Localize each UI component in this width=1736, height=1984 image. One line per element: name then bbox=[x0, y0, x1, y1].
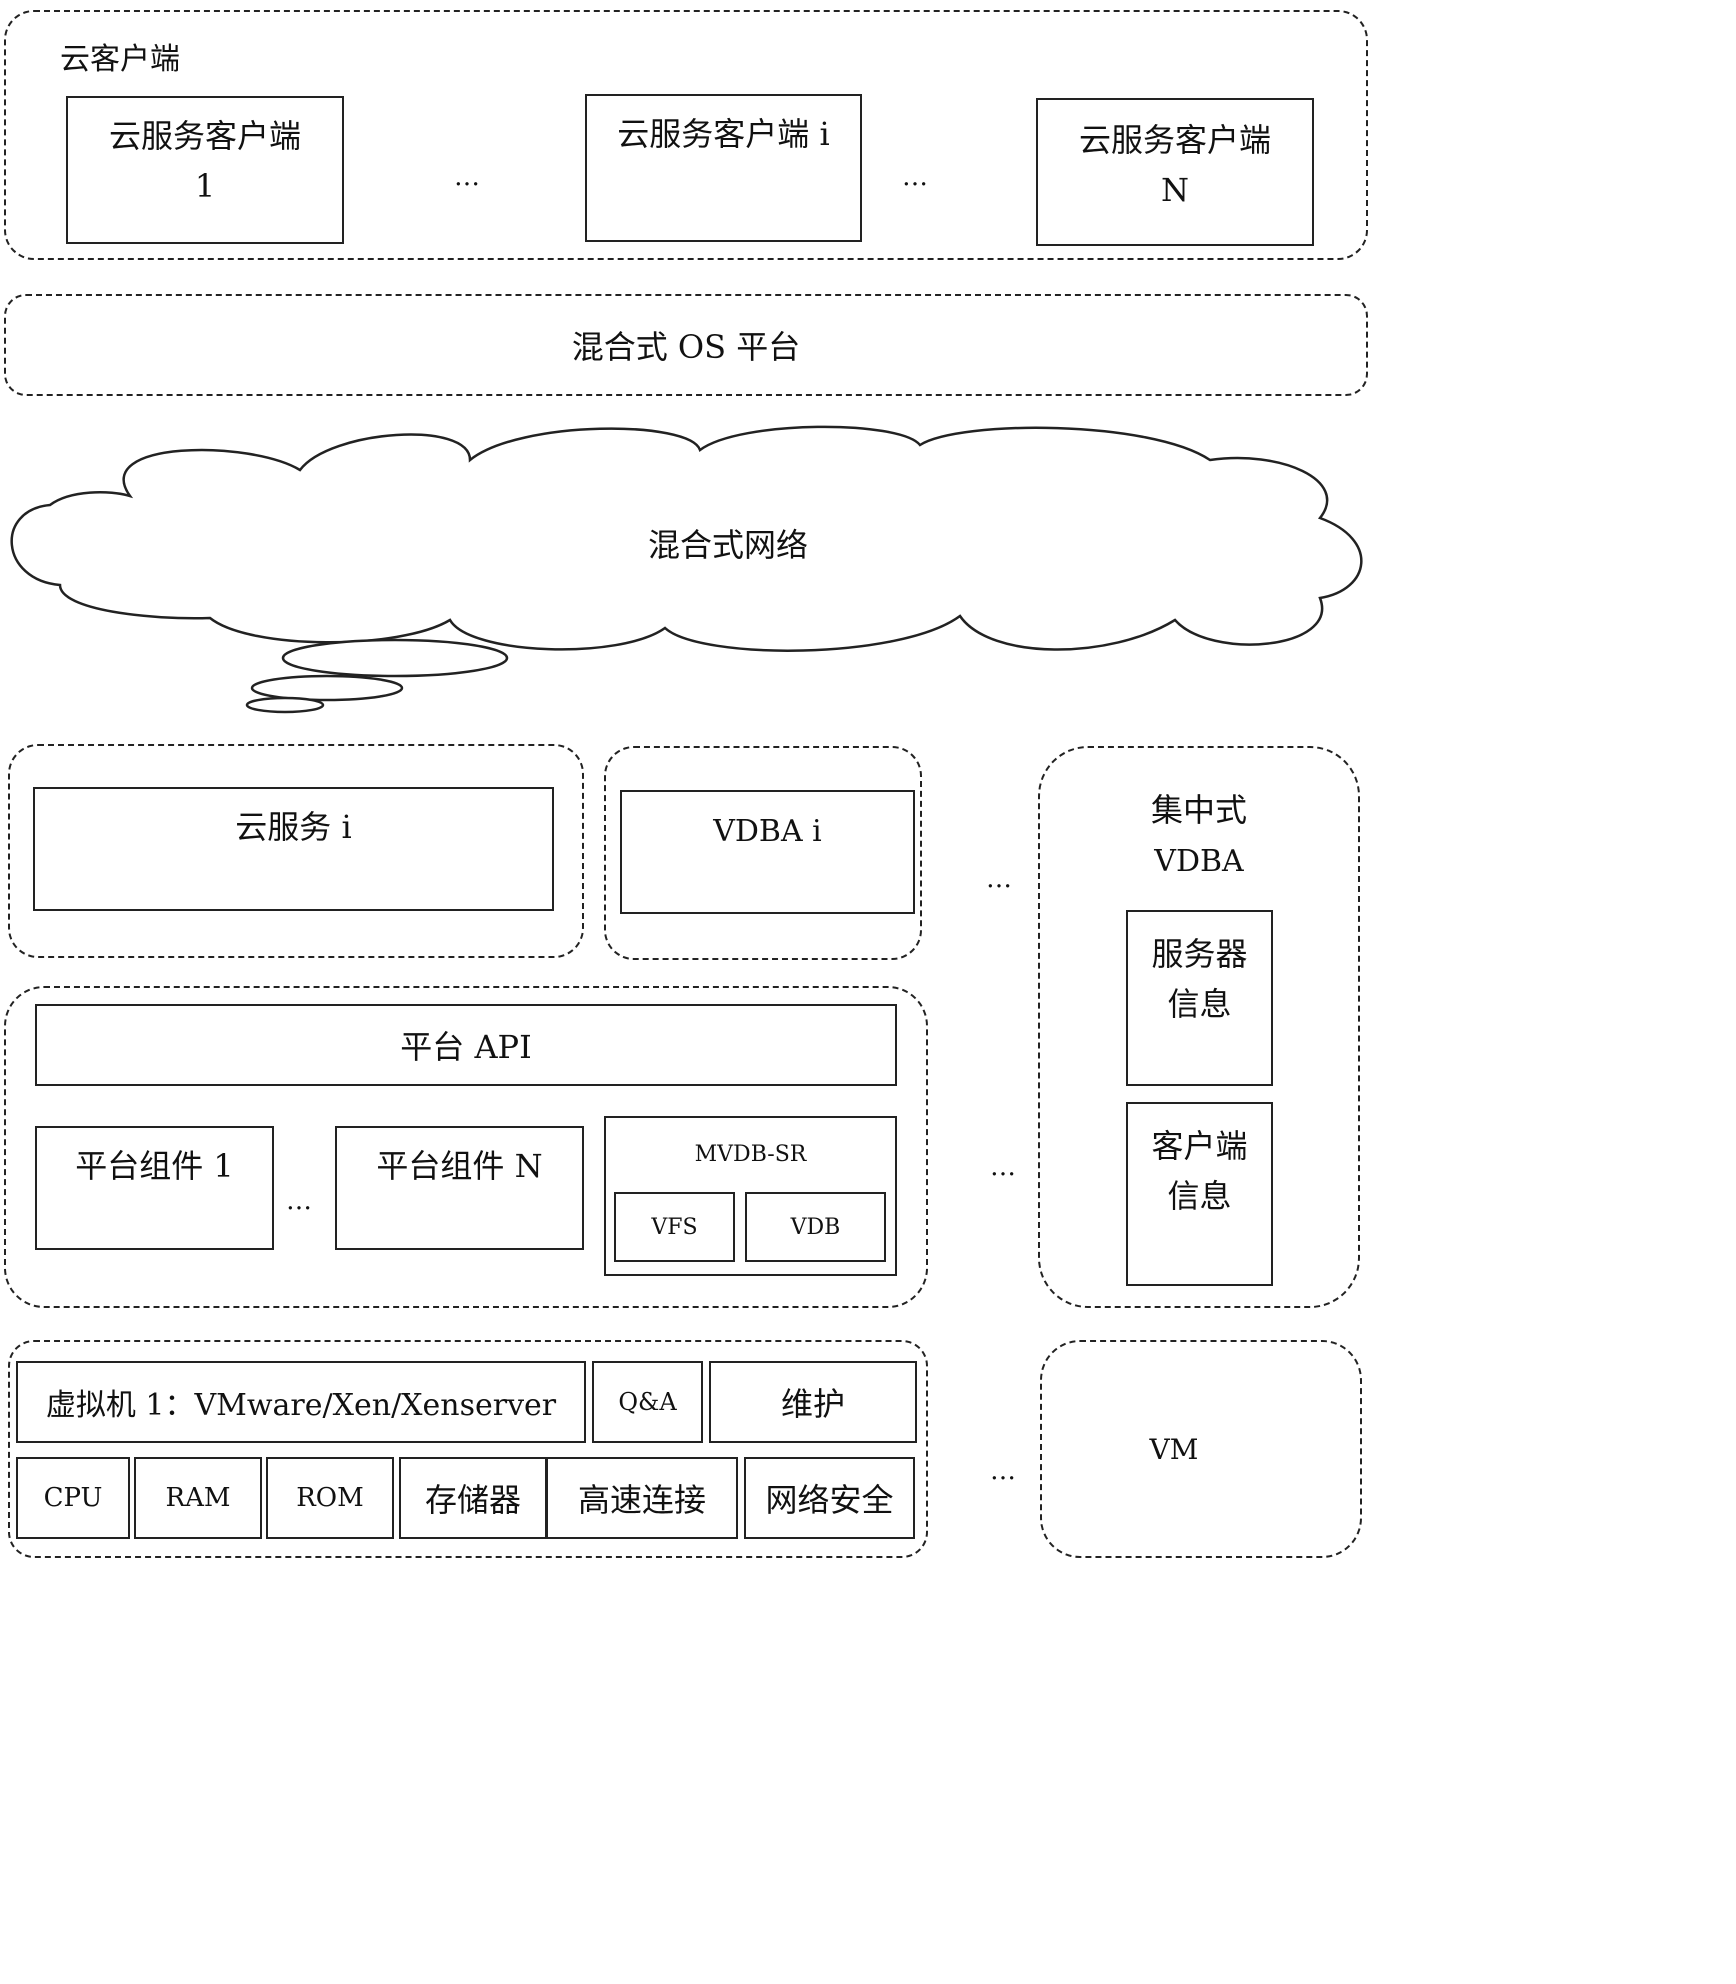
cloud-service-client-i-label: 云服务客户端 i bbox=[587, 108, 860, 160]
server-info-line1: 服务器 bbox=[1128, 928, 1271, 980]
maintenance-label: 维护 bbox=[781, 1379, 845, 1425]
cloud-service-client-i: 云服务客户端 i bbox=[585, 94, 862, 242]
rom-box: ROM bbox=[266, 1457, 394, 1539]
cloud-client-title: 云客户端 bbox=[60, 34, 180, 78]
ellipsis-vdba: … bbox=[986, 864, 1013, 894]
cloud-service-client-1: 云服务客户端 1 bbox=[66, 96, 344, 244]
platform-api: 平台 API bbox=[35, 1004, 897, 1086]
client-ellipsis-2: … bbox=[902, 162, 929, 192]
platform-component-n: 平台组件 N bbox=[335, 1126, 584, 1250]
storage-box: 存储器 bbox=[399, 1457, 547, 1539]
maintenance-box: 维护 bbox=[709, 1361, 917, 1443]
cloud-service-client-n-line2: N bbox=[1038, 164, 1312, 216]
central-vdba-title-line2: VDBA bbox=[1038, 836, 1360, 888]
cloud-service-client-1-line1: 云服务客户端 bbox=[68, 110, 342, 162]
vfs: VFS bbox=[614, 1192, 735, 1262]
cloud-service-i-label: 云服务 i bbox=[35, 801, 552, 853]
vdb: VDB bbox=[745, 1192, 886, 1262]
central-vdba-title-line1: 集中式 bbox=[1038, 784, 1360, 836]
ellipsis-platform-right: … bbox=[990, 1152, 1017, 1182]
qa-label: Q&A bbox=[618, 1388, 676, 1416]
hybrid-os-platform-label: 混合式 OS 平台 bbox=[572, 322, 801, 368]
server-info-line2: 信息 bbox=[1128, 978, 1271, 1030]
storage-label: 存储器 bbox=[425, 1475, 521, 1521]
platform-api-label: 平台 API bbox=[400, 1022, 531, 1068]
vdba-i: VDBA i bbox=[620, 790, 915, 914]
cloud-service-i: 云服务 i bbox=[33, 787, 554, 911]
server-info: 服务器 信息 bbox=[1126, 910, 1273, 1086]
cloud-service-client-1-line2: 1 bbox=[68, 160, 342, 212]
vdb-label: VDB bbox=[791, 1215, 841, 1240]
mvdb-sr: MVDB-SR VFS VDB bbox=[604, 1116, 897, 1276]
cpu-label: CPU bbox=[44, 1483, 103, 1513]
vm-group: VM bbox=[1040, 1340, 1362, 1558]
hybrid-network-cloud bbox=[0, 420, 1372, 720]
cloud-service-client-n: 云服务客户端 N bbox=[1036, 98, 1314, 246]
hybrid-network-label: 混合式网络 bbox=[648, 520, 808, 566]
cpu-box: CPU bbox=[16, 1457, 130, 1539]
platform-ellipsis: … bbox=[286, 1186, 313, 1216]
ram-label: RAM bbox=[166, 1483, 231, 1513]
virtual-machine-1-label: 虚拟机 1：VMware/Xen/Xenserver bbox=[46, 1380, 556, 1424]
platform-component-n-label: 平台组件 N bbox=[337, 1140, 582, 1192]
vfs-label: VFS bbox=[651, 1215, 697, 1240]
rom-label: ROM bbox=[296, 1483, 364, 1513]
platform-component-1: 平台组件 1 bbox=[35, 1126, 274, 1250]
network-security-label: 网络安全 bbox=[765, 1475, 893, 1521]
mvdb-sr-title: MVDB-SR bbox=[606, 1140, 895, 1170]
client-info-line1: 客户端 bbox=[1128, 1120, 1271, 1172]
client-info-line2: 信息 bbox=[1128, 1170, 1271, 1222]
qa-box: Q&A bbox=[592, 1361, 703, 1443]
high-speed-connection-box: 高速连接 bbox=[546, 1457, 738, 1539]
ram-box: RAM bbox=[134, 1457, 262, 1539]
hybrid-os-platform: 混合式 OS 平台 bbox=[4, 294, 1368, 396]
vdba-i-label: VDBA i bbox=[622, 806, 913, 858]
ellipsis-hardware: … bbox=[990, 1456, 1017, 1486]
platform-component-1-label: 平台组件 1 bbox=[37, 1140, 272, 1192]
virtual-machine-1: 虚拟机 1：VMware/Xen/Xenserver bbox=[16, 1361, 586, 1443]
client-ellipsis-1: … bbox=[454, 162, 481, 192]
cloud-service-client-n-line1: 云服务客户端 bbox=[1038, 114, 1312, 166]
vm-label: VM bbox=[1150, 1433, 1199, 1466]
network-security-box: 网络安全 bbox=[744, 1457, 915, 1539]
high-speed-connection-label: 高速连接 bbox=[578, 1475, 706, 1521]
client-info: 客户端 信息 bbox=[1126, 1102, 1273, 1286]
